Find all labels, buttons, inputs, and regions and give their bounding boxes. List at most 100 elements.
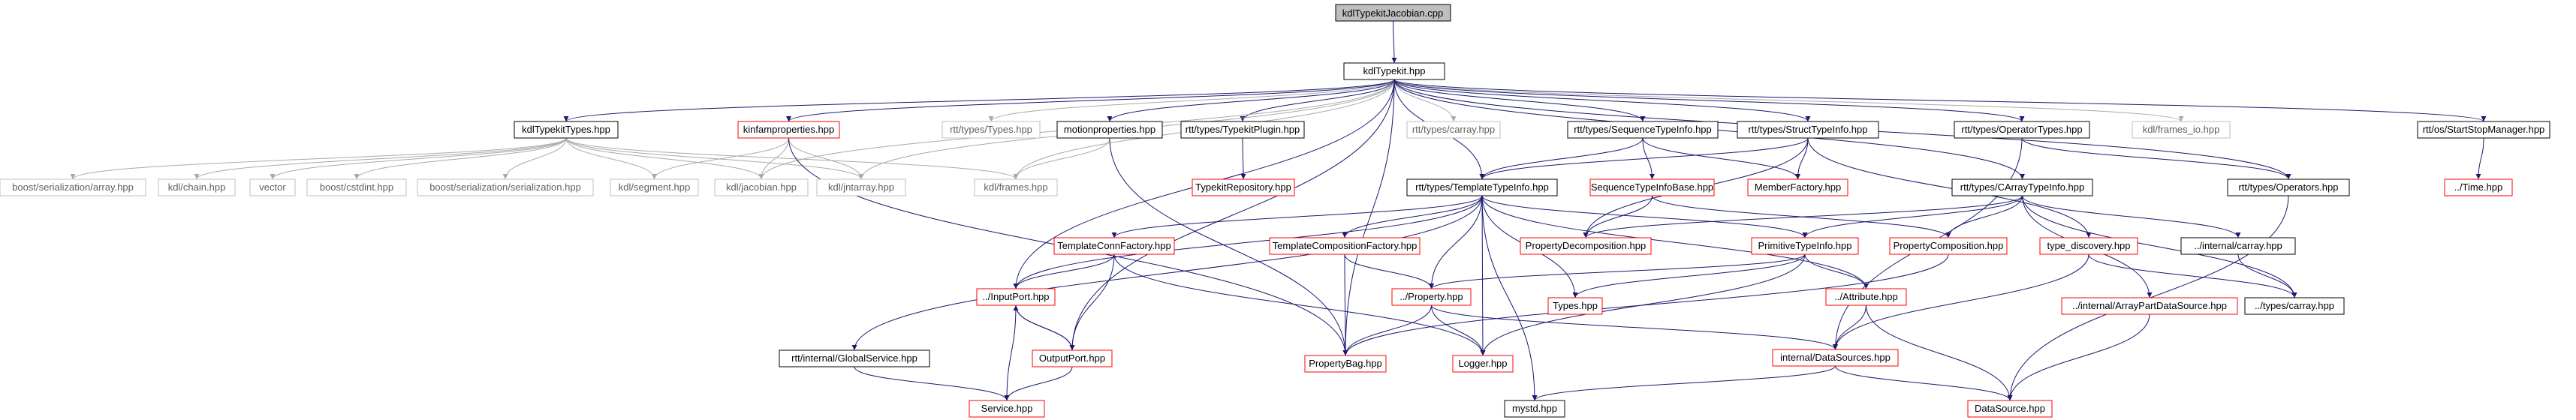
edge-kdltypekit-to-frames_io — [1393, 79, 2184, 122]
node-label: rtt/os/StartStopManager.hpp — [2423, 124, 2545, 135]
node-templatecompfactory[interactable]: TemplateCompositionFactory.hpp — [1269, 237, 1421, 255]
node-operators[interactable]: rtt/types/Operators.hpp — [2227, 178, 2350, 196]
node-box — [1452, 355, 1514, 373]
node-box — [974, 178, 1058, 196]
node-label: ../Time.hpp — [2454, 182, 2503, 193]
edge-seqtypeinfo-to-templatetypeinfo — [1479, 137, 1644, 180]
edge-templatetypeinfo-to-mystd — [1481, 195, 1538, 401]
node-label: boost/cstdint.hpp — [320, 182, 393, 193]
node-kdltypekittypes[interactable]: kdlTypekitTypes.hpp — [514, 121, 619, 139]
edge-property-to-propertybag — [1342, 304, 1432, 356]
edge-motion-to-propertybag — [1109, 137, 1348, 356]
node-frames-io[interactable]: kdl/frames_io.hpp — [2132, 121, 2231, 139]
edge-templateconnfactory-to-logger — [1113, 254, 1486, 356]
node-memberfactory[interactable]: MemberFactory.hpp — [1747, 178, 1848, 196]
node-box — [1737, 121, 1879, 139]
node-box — [514, 121, 619, 139]
node-label: ../Attribute.hpp — [1834, 291, 1898, 302]
node-arraypartds[interactable]: ../internal/ArrayPartDataSource.hpp — [2061, 297, 2238, 315]
node-label: motionproperties.hpp — [1064, 124, 1155, 135]
edge-kdltypekittypes-to-kdl_segment — [565, 137, 657, 180]
node-boost-serialization[interactable]: boost/serialization/serialization.hpp — [417, 178, 594, 196]
node-boost-array[interactable]: boost/serialization/array.hpp — [0, 178, 146, 196]
node-propertybag[interactable]: PropertyBag.hpp — [1304, 355, 1387, 373]
node-carray-top[interactable]: rtt/types/carray.hpp — [1406, 121, 1501, 139]
node-motion[interactable]: motionproperties.hpp — [1056, 121, 1163, 139]
node-carraytypeinfo[interactable]: rtt/types/CArrayTypeInfo.hpp — [1951, 178, 2093, 196]
node-label: rtt/types/CArrayTypeInfo.hpp — [1960, 182, 2084, 193]
node-kdl-jacobian[interactable]: kdl/jacobian.hpp — [714, 178, 809, 196]
edge-kdltypekit-to-propertybag — [1342, 79, 1395, 356]
edge-root-to-kdltypekit — [1391, 20, 1397, 64]
edge-kdltypekit-to-outputport — [1069, 79, 1395, 351]
node-datasource[interactable]: DataSource.hpp — [1967, 400, 2053, 418]
node-label: kdl/jacobian.hpp — [726, 182, 797, 193]
node-property[interactable]: ../Property.hpp — [1391, 288, 1472, 306]
edge-inputport-to-service — [1004, 304, 1017, 401]
node-label: kdl/chain.hpp — [168, 182, 226, 193]
node-types-carray[interactable]: ../types/carray.hpp — [2244, 297, 2345, 315]
node-type-discovery[interactable]: type_discovery.hpp — [2039, 237, 2138, 255]
node-vector[interactable]: vector — [249, 178, 296, 196]
node-primitivetypeinfo[interactable]: PrimitiveTypeInfo.hpp — [1751, 237, 1859, 255]
edge-templatetypeinfo-to-templateconnfactory — [1111, 195, 1483, 238]
edge-kdltypekit-to-kinfam — [786, 79, 1395, 122]
node-operatortypes[interactable]: rtt/types/OperatorTypes.hpp — [1954, 121, 2090, 139]
node-typekitplugin[interactable]: rtt/types/TypekitPlugin.hpp — [1180, 121, 1305, 139]
node-label: kdl/frames.hpp — [984, 182, 1047, 193]
node-box — [714, 178, 809, 196]
node-seqtypeinfobase[interactable]: SequenceTypeInfoBase.hpp — [1589, 178, 1715, 196]
node-globalservice[interactable]: rtt/internal/GlobalService.hpp — [779, 350, 930, 368]
node-time[interactable]: ../Time.hpp — [2444, 178, 2513, 196]
node-kinfam[interactable]: kinfamproperties.hpp — [737, 121, 840, 139]
edge-kdltypekittypes-to-boost_cstdint — [354, 137, 567, 180]
node-kdl-jntarray[interactable]: kdl/jntarray.hpp — [816, 178, 906, 196]
edge-templateconnfactory-to-outputport — [1069, 254, 1115, 351]
dependency-edges — [70, 20, 2487, 401]
edge-arraypartds-to-datasource — [2007, 314, 2150, 401]
edge-kdltypekittypes-to-vector — [270, 137, 567, 180]
node-label: OutputPort.hpp — [1039, 352, 1105, 364]
node-types-hpp[interactable]: Types.hpp — [1547, 297, 1603, 315]
node-label: PrimitiveTypeInfo.hpp — [1758, 240, 1851, 251]
node-kdl-chain[interactable]: kdl/chain.hpp — [158, 178, 236, 196]
node-kdltypekit[interactable]: kdlTypekit.hpp — [1343, 62, 1445, 80]
node-templateconnfactory[interactable]: TemplateConnFactory.hpp — [1053, 237, 1175, 255]
node-mystd[interactable]: mystd.hpp — [1504, 400, 1565, 418]
edge-kdltypekittypes-to-boost_serialization — [502, 137, 567, 180]
node-propcomposition[interactable]: PropertyComposition.hpp — [1889, 237, 2008, 255]
node-outputport[interactable]: OutputPort.hpp — [1032, 350, 1113, 368]
dependency-nodes: kdlTypekitJacobian.cpp kdlTypekit.hpp kdl… — [0, 4, 2550, 418]
node-service[interactable]: Service.hpp — [969, 400, 1045, 418]
node-typekitrepo[interactable]: TypekitRepository.hpp — [1192, 178, 1295, 196]
node-kdl-segment[interactable]: kdl/segment.hpp — [610, 178, 699, 196]
node-structtypeinfo[interactable]: rtt/types/StructTypeInfo.hpp — [1737, 121, 1879, 139]
node-label: Types.hpp — [1553, 300, 1598, 311]
node-boost-cstdint[interactable]: boost/cstdint.hpp — [306, 178, 407, 196]
node-rtt-types[interactable]: rtt/types/Types.hpp — [942, 121, 1041, 139]
node-inputport[interactable]: ../InputPort.hpp — [976, 288, 1056, 306]
node-internal-ds[interactable]: internal/DataSources.hpp — [1772, 349, 1899, 367]
node-kdl-frames[interactable]: kdl/frames.hpp — [974, 178, 1058, 196]
node-propdecomp[interactable]: PropertyDecomposition.hpp — [1520, 237, 1652, 255]
node-box — [2061, 297, 2238, 315]
node-box — [610, 178, 699, 196]
node-internal-carray[interactable]: ../internal/carray.hpp — [2180, 237, 2296, 255]
node-startstop[interactable]: rtt/os/StartStopManager.hpp — [2417, 121, 2550, 139]
node-box — [306, 178, 407, 196]
node-label: type_discovery.hpp — [2047, 240, 2130, 251]
node-logger[interactable]: Logger.hpp — [1452, 355, 1514, 373]
node-root[interactable]: kdlTypekitJacobian.cpp — [1335, 4, 1451, 22]
node-seqtypeinfo[interactable]: rtt/types/SequenceTypeInfo.hpp — [1567, 121, 1719, 139]
edge-carraytypeinfo-to-propdecomp — [1583, 195, 2023, 238]
edge-templateconnfactory-to-inputport — [1013, 254, 1115, 290]
node-box — [2244, 297, 2345, 315]
node-label: rtt/types/TemplateTypeInfo.hpp — [1415, 182, 1549, 193]
node-attribute[interactable]: ../Attribute.hpp — [1825, 288, 1907, 306]
node-templatetypeinfo[interactable]: rtt/types/TemplateTypeInfo.hpp — [1406, 178, 1558, 196]
node-label: kdlTypekit.hpp — [1363, 65, 1425, 76]
node-box — [1304, 355, 1387, 373]
edge-kdltypekit-to-seqtypeinfo — [1393, 79, 1646, 122]
node-box — [942, 121, 1041, 139]
node-box — [2039, 237, 2138, 255]
